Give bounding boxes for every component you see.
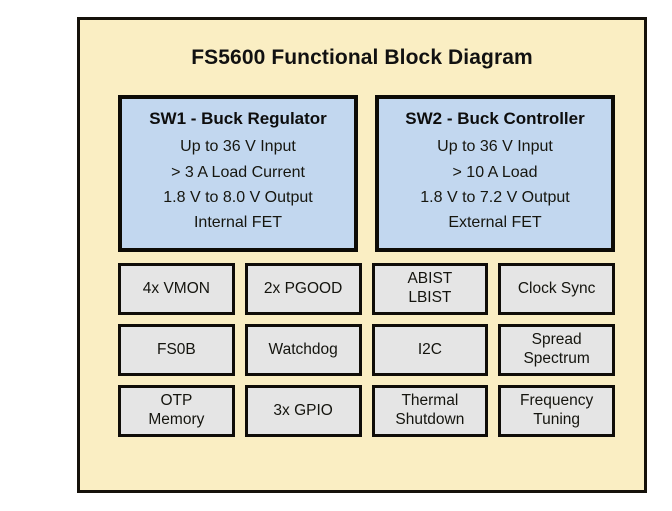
feature-block-clock-sync: Clock Sync — [498, 263, 615, 315]
feature-block-fs0b: FS0B — [118, 324, 235, 376]
feature-block-label: Watchdog — [268, 340, 338, 358]
functional-block-diagram-panel: FS5600 Functional Block Diagram SW1 - Bu… — [77, 17, 647, 493]
feature-block-label: ABIST — [407, 270, 453, 288]
feature-block-2x-pgood: 2x PGOOD — [244, 263, 362, 315]
feature-block-label: FS0B — [156, 340, 196, 358]
switcher-block-sw2-spec-fet: External FET — [448, 214, 542, 232]
switcher-block-sw1-spec-fet: Internal FET — [193, 214, 283, 232]
switcher-block-sw1-title: SW1 - Buck Regulator — [149, 109, 327, 129]
feature-block-label: LBIST — [408, 289, 452, 306]
switcher-block-sw2-spec-output: 1.8 V to 7.2 V Output — [420, 189, 570, 206]
switcher-block-sw2: SW2 - Buck Controller Up to 36 V Input >… — [375, 95, 615, 252]
feature-block-label: Spread — [531, 331, 582, 349]
switcher-block-sw2-spec-input: Up to 36 V Input — [437, 138, 553, 156]
feature-block-label: Clock Sync — [517, 279, 596, 297]
feature-block-label: 3x GPIO — [273, 401, 333, 419]
feature-block-label: 4x VMON — [142, 279, 210, 297]
page-title: FS5600 Functional Block Diagram — [191, 46, 533, 69]
switcher-block-sw2-spec-current: > 10 A Load — [452, 163, 538, 181]
feature-block-label: OTP — [160, 392, 193, 410]
switcher-block-sw2-title: SW2 - Buck Controller — [405, 109, 585, 129]
feature-block-label: Frequency — [520, 392, 594, 410]
switcher-block-row: SW1 - Buck Regulator Up to 36 V Input > … — [118, 95, 615, 252]
feature-block-label: Memory — [148, 411, 205, 428]
feature-block-i2c: I2C — [371, 324, 489, 376]
feature-block-4x-vmon: 4x VMON — [118, 263, 235, 315]
feature-block-label: I2C — [417, 340, 442, 358]
feature-block-watchdog: Watchdog — [244, 324, 362, 376]
feature-block-label: 2x PGOOD — [263, 279, 343, 297]
feature-block-3x-gpio: 3x GPIO — [244, 385, 362, 437]
switcher-block-sw1-spec-output: 1.8 V to 8.0 V Output — [163, 189, 313, 206]
switcher-block-sw1-spec-input: Up to 36 V Input — [180, 138, 296, 156]
feature-block-label: Spectrum — [523, 350, 590, 367]
feature-block-label: Thermal — [401, 392, 459, 410]
feature-block-label: Tuning — [533, 411, 581, 428]
switcher-block-sw1-spec-current: > 3 A Load Current — [171, 163, 305, 181]
feature-block-label: Shutdown — [395, 411, 465, 428]
switcher-block-sw1: SW1 - Buck Regulator Up to 36 V Input > … — [118, 95, 358, 252]
